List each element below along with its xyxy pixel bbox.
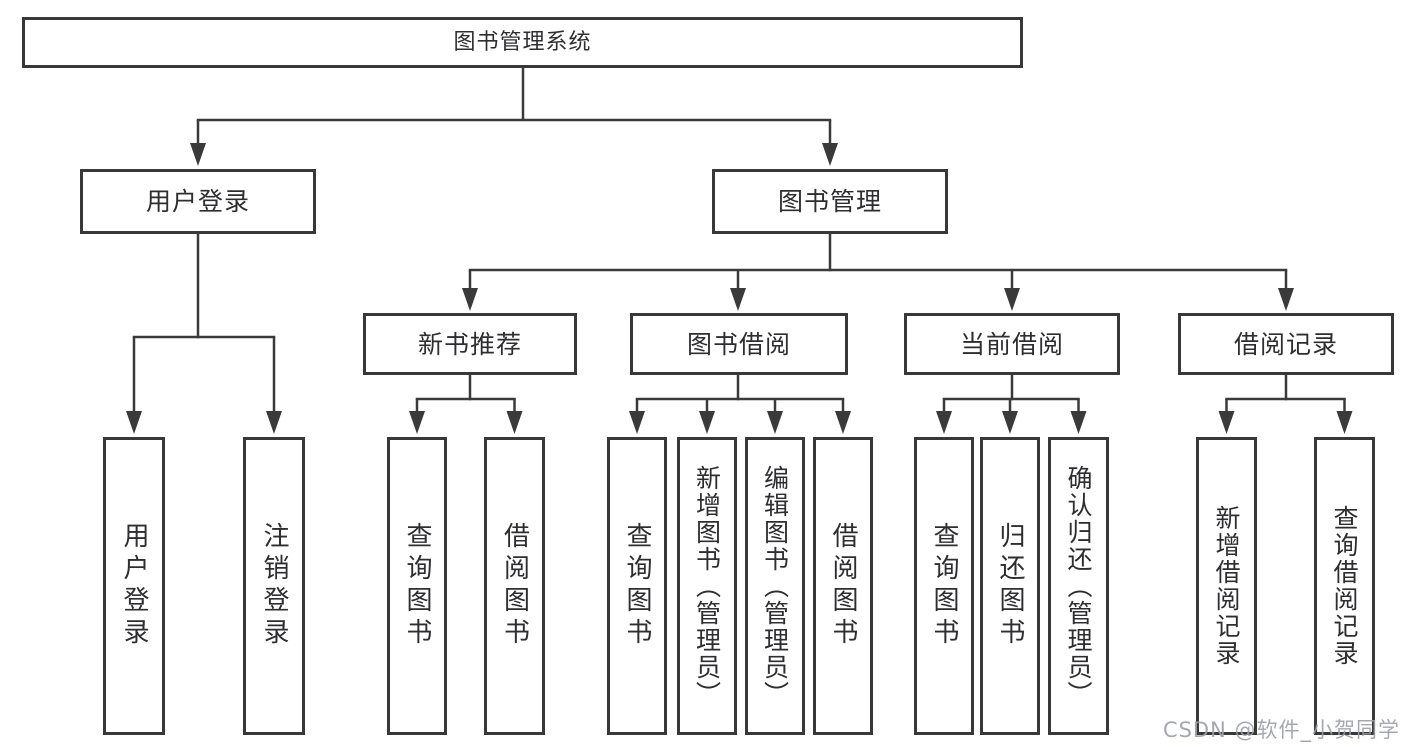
node-leaf-query-books-recommend: 查询图书 [387, 437, 447, 735]
node-leaf-query-borrow-record: 查询借阅记录 [1314, 437, 1375, 735]
node-leaf-return-book: 归还图书 [980, 437, 1040, 735]
node-leaf-logout: 注销登录 [243, 437, 305, 735]
node-leaf-user-login: 用户登录 [103, 437, 165, 735]
node-leaf-borrow-books: 借阅图书 [813, 437, 873, 735]
node-new-book-recommend: 新书推荐 [363, 313, 577, 375]
node-leaf-query-books-borrowing: 查询图书 [607, 437, 667, 735]
edge-new-book-recommend-to-leaves [409, 375, 523, 434]
node-leaf-borrow-books-recommend: 借阅图书 [484, 437, 545, 735]
edge-book-borrowing-to-leaves [629, 375, 851, 434]
node-book-management-branch: 图书管理 [712, 169, 948, 234]
node-leaf-confirm-return-admin: 确认归还（管理员） [1048, 437, 1109, 735]
node-leaf-add-book-admin: 新增图书（管理员） [677, 437, 737, 735]
edge-current-borrowing-to-leaves [936, 375, 1087, 434]
node-leaf-query-books-current: 查询图书 [914, 437, 974, 735]
node-library-system: 图书管理系统 [22, 17, 1023, 68]
edge-root-to-level2 [190, 67, 838, 166]
edge-book-management-to-level3 [462, 234, 1294, 311]
node-current-borrowing: 当前借阅 [904, 313, 1120, 375]
edge-user-login-to-leaves [126, 234, 282, 434]
watermark: CSDN @软件_小贺同学 [1162, 718, 1400, 742]
node-user-login-branch: 用户登录 [80, 169, 316, 234]
edge-borrowing-records-to-leaves [1218, 375, 1353, 434]
node-leaf-edit-book-admin: 编辑图书（管理员） [745, 437, 805, 735]
node-borrowing-records: 借阅记录 [1178, 313, 1394, 375]
node-leaf-add-borrow-record: 新增借阅记录 [1196, 437, 1257, 735]
node-book-borrowing: 图书借阅 [630, 313, 848, 375]
